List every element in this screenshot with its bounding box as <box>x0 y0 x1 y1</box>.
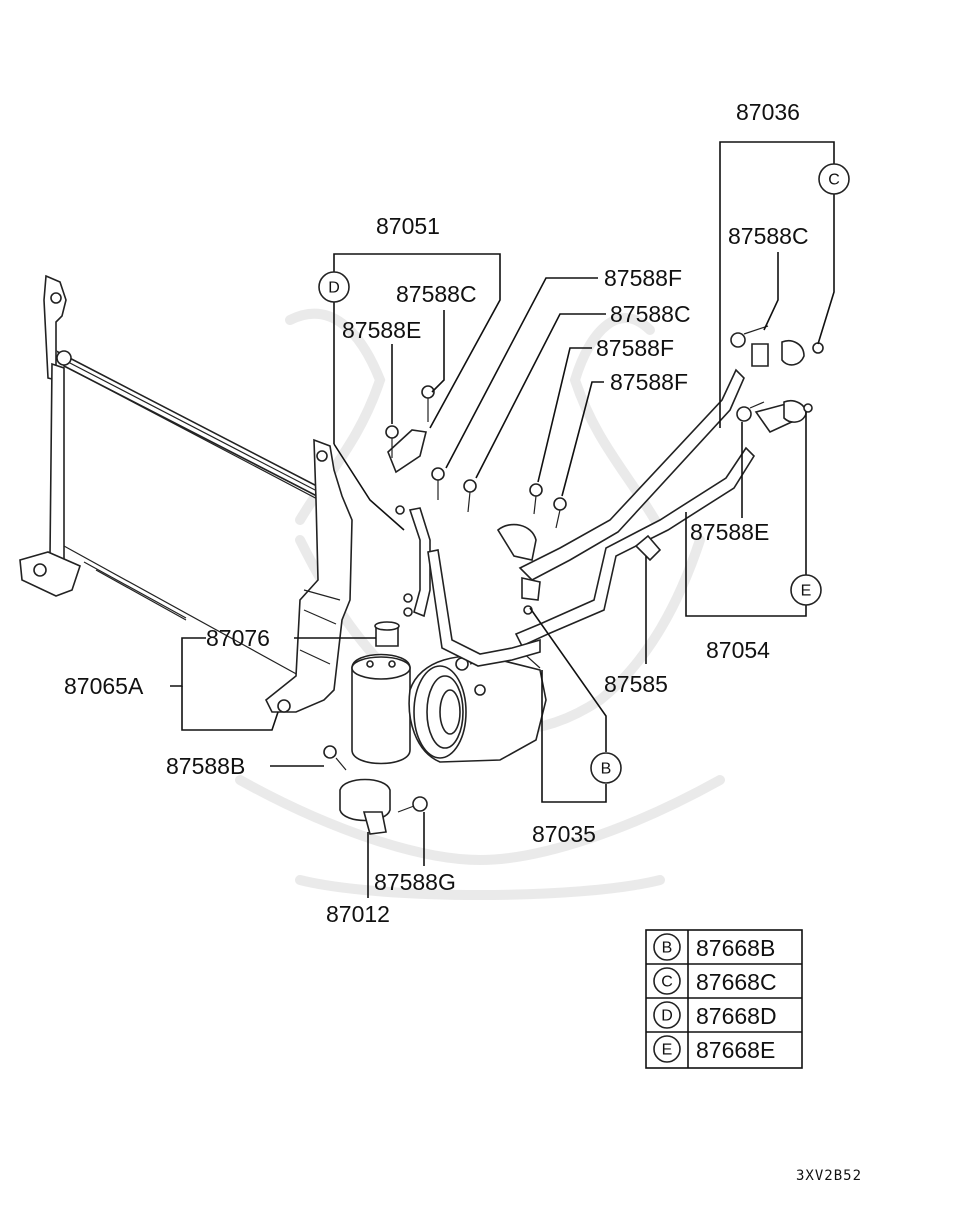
svg-text:87668D: 87668D <box>696 1003 777 1029</box>
label-87588F-2: 87588F <box>596 335 674 361</box>
legend-row-C: C 87668C <box>653 967 777 995</box>
bolt-87588F-2 <box>529 483 543 515</box>
bolt-87588C-d <box>421 385 435 422</box>
condenser-assembly <box>19 274 353 713</box>
legend-row-D: D 87668D <box>653 1001 777 1029</box>
svg-text:C: C <box>828 172 840 189</box>
label-87065A: 87065A <box>64 673 144 699</box>
circle-marker-D: D <box>318 271 350 303</box>
circle-marker-E: E <box>790 574 822 606</box>
svg-text:E: E <box>801 583 812 600</box>
refrigerant-pipes <box>387 340 824 667</box>
compressor <box>408 649 547 763</box>
svg-text:87668E: 87668E <box>696 1037 775 1063</box>
circle-marker-C: C <box>818 163 850 195</box>
label-87054: 87054 <box>706 637 770 663</box>
bolt-87588G <box>397 796 428 813</box>
bolt-87588C-2 <box>463 479 477 513</box>
svg-text:E: E <box>662 1042 673 1059</box>
svg-text:C: C <box>661 974 673 991</box>
diagram-code: 3XV2B52 <box>796 1168 862 1184</box>
leader-lines <box>170 141 835 898</box>
label-87035: 87035 <box>532 821 596 847</box>
bolt-87588F-3 <box>553 497 567 529</box>
svg-text:B: B <box>662 940 673 957</box>
label-87076: 87076 <box>206 625 270 651</box>
legend-table: B 87668B C 87668C D 87668D E 87668E <box>645 929 803 1069</box>
svg-text:87668C: 87668C <box>696 969 777 995</box>
svg-text:D: D <box>328 280 340 297</box>
label-87588E-d: 87588E <box>342 317 421 343</box>
bolt-87588B <box>323 745 347 771</box>
label-87588E-right: 87588E <box>690 519 769 545</box>
label-87588C-top: 87588C <box>728 223 809 249</box>
svg-text:87668B: 87668B <box>696 935 775 961</box>
label-87585: 87585 <box>604 671 668 697</box>
svg-text:B: B <box>601 761 612 778</box>
label-87588F-1: 87588F <box>604 265 682 291</box>
label-87588F-3: 87588F <box>610 369 688 395</box>
part-labels: 87036 87051 87588C 87588C 87588E 87588F … <box>64 99 809 927</box>
bolt-87588E-right <box>736 401 765 422</box>
label-87588C-d: 87588C <box>396 281 477 307</box>
label-87036: 87036 <box>736 99 800 125</box>
label-87588B: 87588B <box>166 753 245 779</box>
legend-row-E: E 87668E <box>653 1035 775 1063</box>
bolts <box>323 325 769 813</box>
bolt-87588C-top-right <box>730 325 769 348</box>
label-87051: 87051 <box>376 213 440 239</box>
bolt-87588F-1 <box>431 467 445 500</box>
svg-text:D: D <box>661 1008 673 1025</box>
label-87012: 87012 <box>326 901 390 927</box>
receiver-drier <box>339 621 411 835</box>
circle-marker-B: B <box>590 752 622 784</box>
bolt-87588E-d <box>385 425 399 458</box>
legend-row-B: B 87668B <box>653 933 775 961</box>
label-87588C-2: 87588C <box>610 301 691 327</box>
label-87588G: 87588G <box>374 869 456 895</box>
